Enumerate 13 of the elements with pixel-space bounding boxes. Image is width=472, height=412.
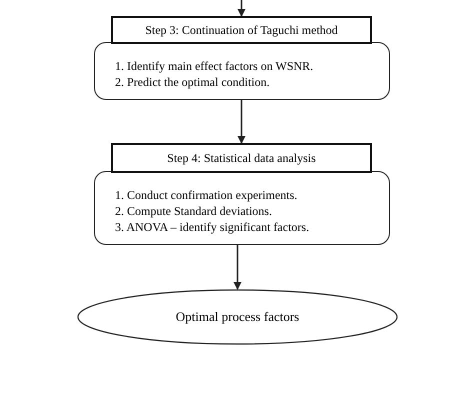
step-header-box: Step 4: Statistical data analysis [111,143,372,173]
step-header-box: Step 3: Continuation of Taguchi method [111,16,372,44]
list-item: 2. Compute Standard deviations. [115,203,273,219]
list-item: 1. Identify main effect factors on WSNR. [115,58,314,74]
terminal-text: Optimal process factors [176,308,300,326]
arrow [234,245,242,290]
arrow [238,100,246,144]
step-body-box [94,42,390,100]
list-item: 1. Conduct confirmation experiments. [115,187,298,203]
list-item: 3. ANOVA – identify significant factors. [115,219,310,235]
arrow [238,0,246,17]
list-item: 2. Predict the optimal condition. [115,74,271,90]
step-body-box [94,171,390,245]
